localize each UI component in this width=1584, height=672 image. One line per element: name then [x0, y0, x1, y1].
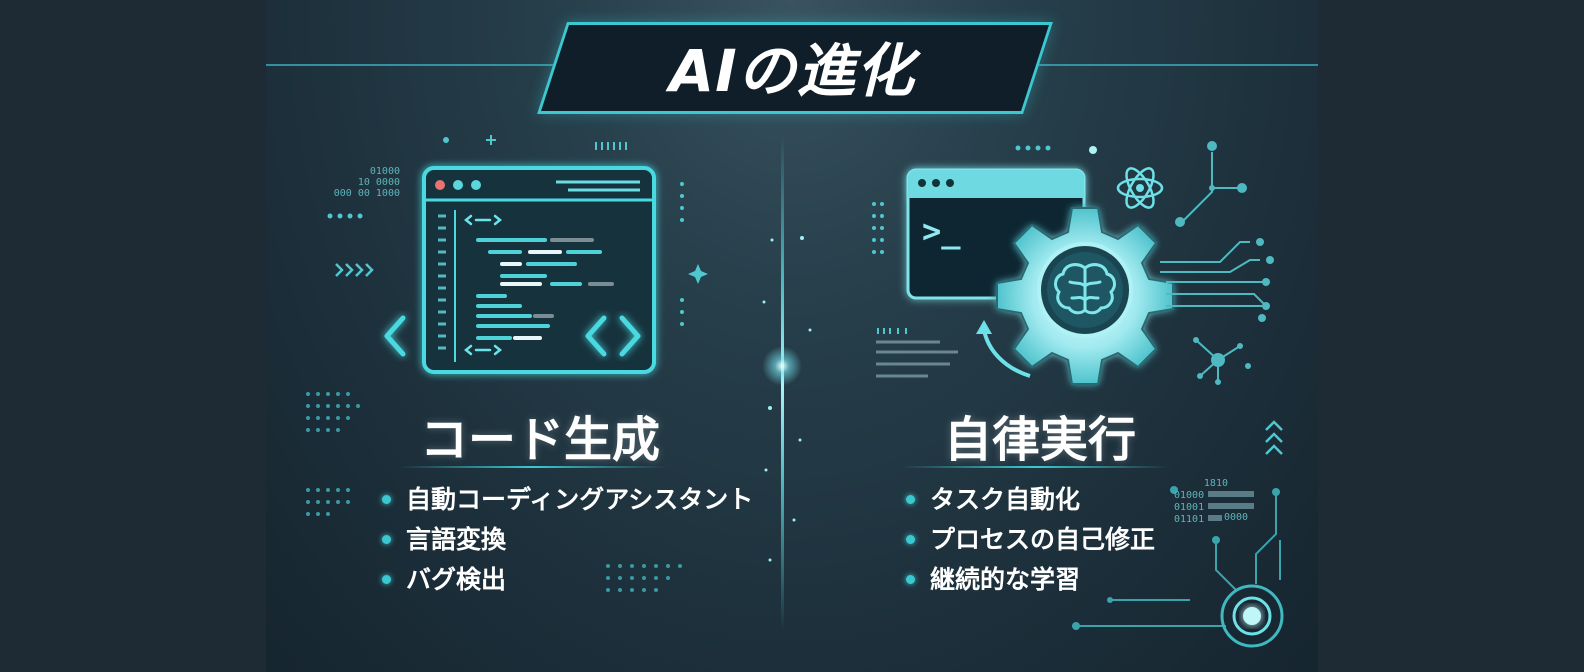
left-heading: コード生成 [419, 412, 660, 468]
terminal-prompt: >_ [922, 212, 961, 250]
right-feature-list: タスク自動化 プロセスの自己修正 継続的な学習 [906, 480, 1155, 600]
barcode-deco-left [595, 142, 627, 150]
list-item: タスク自動化 [906, 480, 1155, 520]
left-margin [0, 0, 266, 672]
list-item: 継続的な学習 [906, 560, 1155, 600]
title-line-left [266, 64, 556, 66]
decorative-dots-left [327, 135, 684, 326]
list-item: プロセスの自己修正 [906, 520, 1155, 560]
decorative-dots-right [872, 145, 1051, 254]
binary-deco-right: 1810 01000 01001 01101 [1174, 478, 1264, 526]
right-heading-underline [900, 466, 1170, 468]
bottom-circuit [1076, 494, 1281, 627]
binary-line: 01001 [1174, 502, 1205, 513]
node-glow [1089, 146, 1097, 154]
title-line-right [1028, 64, 1318, 66]
binary-deco-left: 01000 10 0000 000 00 1000 [330, 166, 400, 199]
text-lines-deco [876, 340, 958, 378]
brain-icon [1054, 263, 1116, 315]
left-feature-list: 自動コーディングアシスタント 言語変換 バグ検出 [382, 480, 753, 600]
window-dot-red [435, 180, 445, 190]
binary-line: 01101 [1174, 514, 1205, 525]
window-dot [471, 180, 481, 190]
cycle-arrowhead [976, 320, 992, 334]
atom-icon [1116, 167, 1164, 209]
sparkle-icon [688, 264, 708, 284]
binary-line: 01000 [369, 166, 400, 177]
bottom-nodes [1072, 486, 1280, 630]
circuit-traces [1160, 152, 1266, 382]
code-window-icon [422, 166, 656, 374]
list-item: 言語変換 [382, 520, 753, 560]
right-margin [1318, 0, 1584, 672]
window-dot [453, 180, 463, 190]
binary-line: 01000 [1174, 490, 1205, 501]
code-brackets-icon [384, 315, 641, 357]
divider-spark [762, 346, 802, 386]
binary-bars [1208, 491, 1254, 521]
binary-line: 10 0000 [357, 177, 400, 188]
binary-line: 0000 [1224, 512, 1249, 523]
divider-particles [762, 236, 812, 562]
cycle-arrow [982, 329, 1031, 378]
code-lines [463, 214, 614, 356]
arrows-deco [335, 263, 374, 277]
left-heading-underline [398, 466, 668, 468]
list-item: バグ検出 [382, 560, 753, 600]
window-title-lines [556, 180, 640, 192]
target-icon [1220, 584, 1284, 648]
barcode-deco-right [877, 328, 907, 334]
circuit-nodes [1175, 141, 1274, 385]
up-chevrons-icon [1265, 420, 1283, 455]
line-numbers [438, 214, 446, 350]
binary-line: 1810 [1203, 478, 1228, 489]
binary-line: 000 00 1000 [333, 188, 400, 199]
right-heading: 自律実行 [943, 412, 1136, 468]
list-item: 自動コーディングアシスタント [382, 480, 753, 520]
page-title: AIの進化 [669, 37, 915, 105]
dot-grid-left [306, 392, 682, 592]
